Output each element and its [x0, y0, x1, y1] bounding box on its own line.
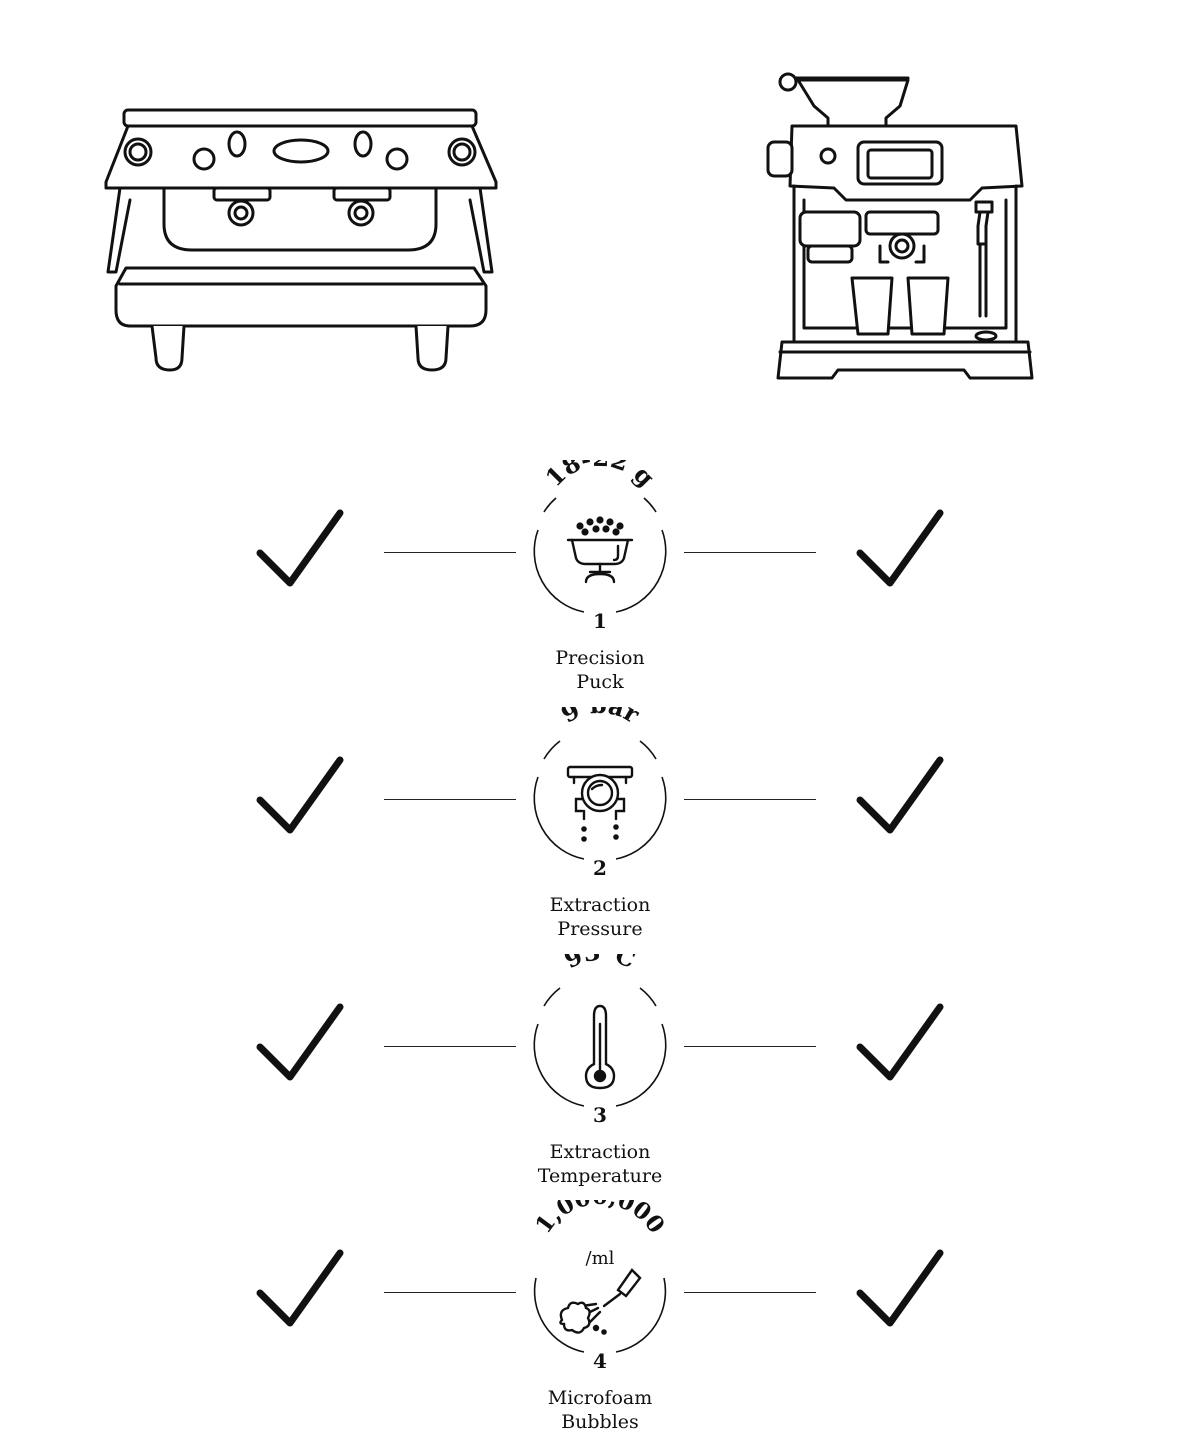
svg-text:1,000,000: 1,000,000 — [530, 1200, 670, 1238]
feature-label-line1: Microfoam — [547, 1387, 653, 1409]
check-icon — [256, 1249, 344, 1327]
svg-text:9 bar: 9 bar — [556, 707, 645, 729]
feature-label-line2: Temperature — [537, 1165, 663, 1187]
feature-measure-unit: /ml — [586, 1248, 615, 1269]
feature-number: 1 — [593, 609, 607, 633]
feature-row-4: 1,000,000 /ml 4 Microfoam Bubbles — [0, 1200, 1200, 1440]
feature-label: Precision Puck — [500, 646, 700, 694]
check-icon — [856, 1249, 944, 1327]
connector-line — [684, 552, 816, 553]
feature-label-line1: Extraction — [549, 1141, 651, 1163]
check-icon — [856, 756, 944, 834]
feature-number: 3 — [593, 1103, 607, 1127]
connector-line — [684, 799, 816, 800]
feature-label-line1: Precision — [555, 647, 645, 669]
connector-line — [384, 799, 516, 800]
connector-line — [384, 552, 516, 553]
feature-label-line2: Puck — [576, 671, 624, 693]
connector-line — [684, 1292, 816, 1293]
feature-measure: 18-22 g — [539, 460, 660, 492]
feature-row-3: 93°C 3 Extraction Temperature — [0, 954, 1200, 1194]
pressure-gauge-icon — [566, 765, 634, 842]
home-machine-illustration — [760, 66, 1040, 396]
feature-row-1: 18-22 g 1 Precision Puck — [0, 460, 1200, 700]
feature-label-line1: Extraction — [549, 894, 651, 916]
feature-measure: 1,000,000 — [530, 1200, 670, 1238]
feature-badge-3: 93°C 3 — [520, 954, 680, 1134]
connector-line — [384, 1046, 516, 1047]
feature-badge-4: 1,000,000 /ml 4 — [520, 1200, 680, 1380]
connector-line — [384, 1292, 516, 1293]
steam-wand-icon — [559, 1268, 642, 1335]
feature-number: 2 — [593, 856, 607, 880]
portafilter-coffee-icon — [566, 516, 634, 584]
commercial-machine-illustration — [100, 100, 500, 380]
feature-label: Extraction Temperature — [500, 1140, 700, 1188]
feature-badge-1: 18-22 g 1 — [520, 460, 680, 640]
check-icon — [256, 1003, 344, 1081]
feature-measure: 93°C — [559, 954, 640, 974]
feature-badge-2: 9 bar 2 — [520, 707, 680, 887]
svg-text:18-22 g: 18-22 g — [539, 460, 660, 492]
check-icon — [856, 509, 944, 587]
feature-label: Microfoam Bubbles — [500, 1386, 700, 1434]
connector-line — [684, 1046, 816, 1047]
check-icon — [856, 1003, 944, 1081]
feature-label-line2: Pressure — [557, 918, 643, 940]
feature-label: Extraction Pressure — [500, 893, 700, 941]
check-icon — [256, 756, 344, 834]
thermometer-icon — [584, 1004, 616, 1090]
feature-label-line2: Bubbles — [561, 1411, 639, 1433]
feature-row-2: 9 bar 2 Extraction Pressure — [0, 707, 1200, 947]
check-icon — [256, 509, 344, 587]
feature-measure: 9 bar — [556, 707, 645, 729]
svg-text:93°C: 93°C — [559, 954, 640, 974]
feature-number: 4 — [593, 1349, 607, 1373]
